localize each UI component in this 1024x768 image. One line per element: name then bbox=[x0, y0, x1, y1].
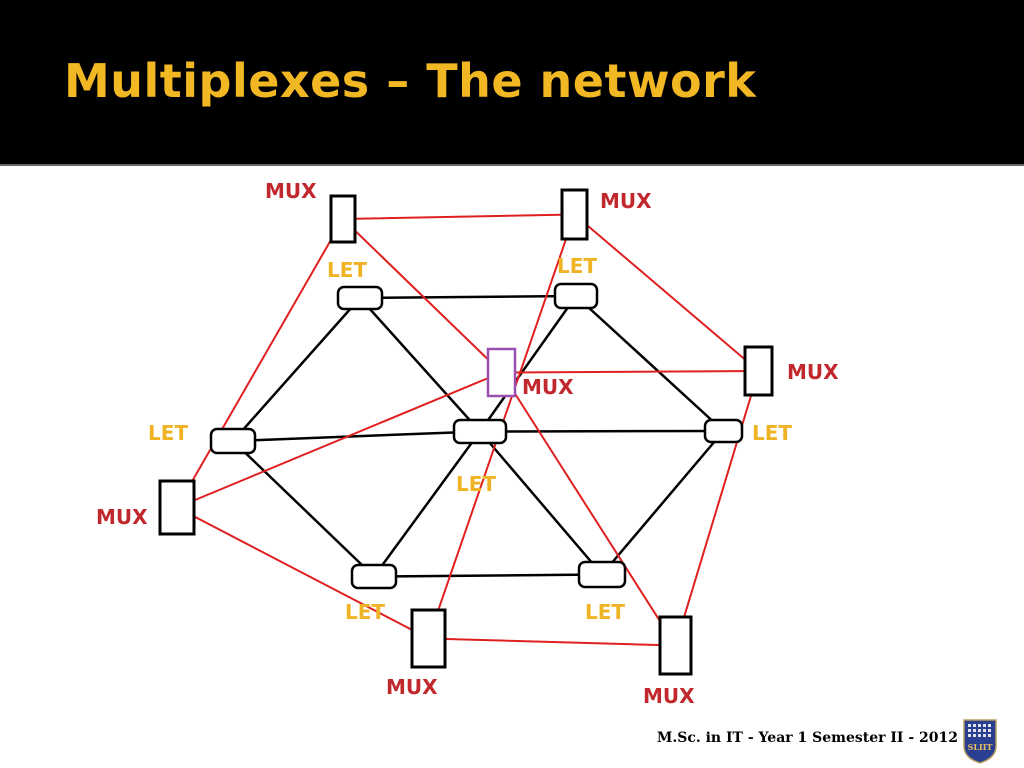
let-link-left-to-bottom-left bbox=[231, 439, 376, 578]
let-nodes-group bbox=[209, 282, 744, 590]
mux-link-center-to-top-left bbox=[342, 218, 503, 374]
let-link-top-left-to-center bbox=[358, 296, 482, 433]
mux-bottom-right-node bbox=[658, 615, 693, 676]
let-center-node bbox=[452, 418, 508, 445]
let-bottom-left-label: LET bbox=[345, 600, 385, 624]
sliit-logo-icon: SLIIT bbox=[963, 719, 997, 764]
mux-link-top-left-to-top-right bbox=[342, 213, 576, 220]
mux-top-right-node bbox=[560, 188, 589, 241]
let-link-top-left-to-left bbox=[231, 296, 362, 443]
mux-center-label: MUX bbox=[522, 375, 574, 399]
mux-top-right-label: MUX bbox=[600, 189, 652, 213]
mux-right-label: MUX bbox=[787, 360, 839, 384]
mux-links-group bbox=[176, 213, 760, 647]
let-top-right-node bbox=[553, 282, 599, 310]
let-top-left-node bbox=[336, 285, 384, 311]
mux-link-center-to-left bbox=[176, 371, 503, 509]
let-link-center-to-bottom-right bbox=[478, 430, 604, 576]
let-link-top-left-to-top-right bbox=[358, 294, 578, 300]
mux-link-bottom-left-to-left bbox=[176, 506, 430, 640]
let-link-top-right-to-right bbox=[574, 294, 725, 433]
let-center-label: LET bbox=[456, 472, 496, 496]
let-bottom-left-node bbox=[350, 563, 398, 590]
let-link-center-to-bottom-left bbox=[372, 430, 482, 578]
mux-nodes-group bbox=[158, 188, 774, 676]
let-bottom-right-label: LET bbox=[585, 600, 625, 624]
let-top-right-label: LET bbox=[557, 254, 597, 278]
mux-bottom-left-label: MUX bbox=[386, 675, 438, 699]
mux-link-top-right-to-right bbox=[573, 213, 760, 372]
let-link-bottom-left-to-bottom-right bbox=[372, 573, 604, 578]
let-left-label: LET bbox=[148, 421, 188, 445]
mux-center-node bbox=[486, 347, 517, 398]
let-link-top-right-to-center bbox=[478, 294, 578, 433]
let-links-group bbox=[231, 294, 725, 578]
mux-top-left-label: MUX bbox=[265, 179, 317, 203]
let-link-right-to-bottom-right bbox=[600, 429, 725, 576]
mux-link-left-to-top-left bbox=[176, 218, 344, 509]
mux-link-right-to-bottom-right bbox=[674, 370, 760, 647]
let-left-node bbox=[209, 427, 257, 455]
sliit-logo-text: SLIIT bbox=[968, 742, 993, 752]
let-right-node bbox=[703, 418, 744, 444]
let-right-label: LET bbox=[752, 421, 792, 445]
let-link-left-to-center bbox=[231, 430, 482, 443]
mux-bottom-left-node bbox=[410, 608, 447, 669]
let-top-left-label: LET bbox=[327, 258, 367, 282]
mux-link-center-to-right bbox=[500, 370, 760, 374]
let-link-center-to-right bbox=[478, 429, 725, 433]
mux-right-node bbox=[743, 345, 774, 397]
let-bottom-right-node bbox=[577, 560, 627, 589]
mux-top-left-node bbox=[329, 194, 357, 244]
slide-title: Multiplexes – The network bbox=[64, 54, 757, 108]
title-divider bbox=[0, 160, 1024, 166]
mux-bottom-right-label: MUX bbox=[643, 684, 695, 708]
title-bar bbox=[0, 0, 1024, 160]
mux-left-node bbox=[158, 479, 196, 536]
mux-left-label: MUX bbox=[96, 505, 148, 529]
mux-link-center-to-bottom-right bbox=[500, 371, 677, 647]
mux-link-bottom-right-to-bottom-left bbox=[427, 637, 677, 647]
node-labels-group: LET LET LET LET LET LET LET MUX MUX MUX MUX MUX MUX M… bbox=[96, 179, 839, 708]
slide-footer: M.Sc. in IT - Year 1 Semester II - 2012 bbox=[656, 730, 958, 746]
